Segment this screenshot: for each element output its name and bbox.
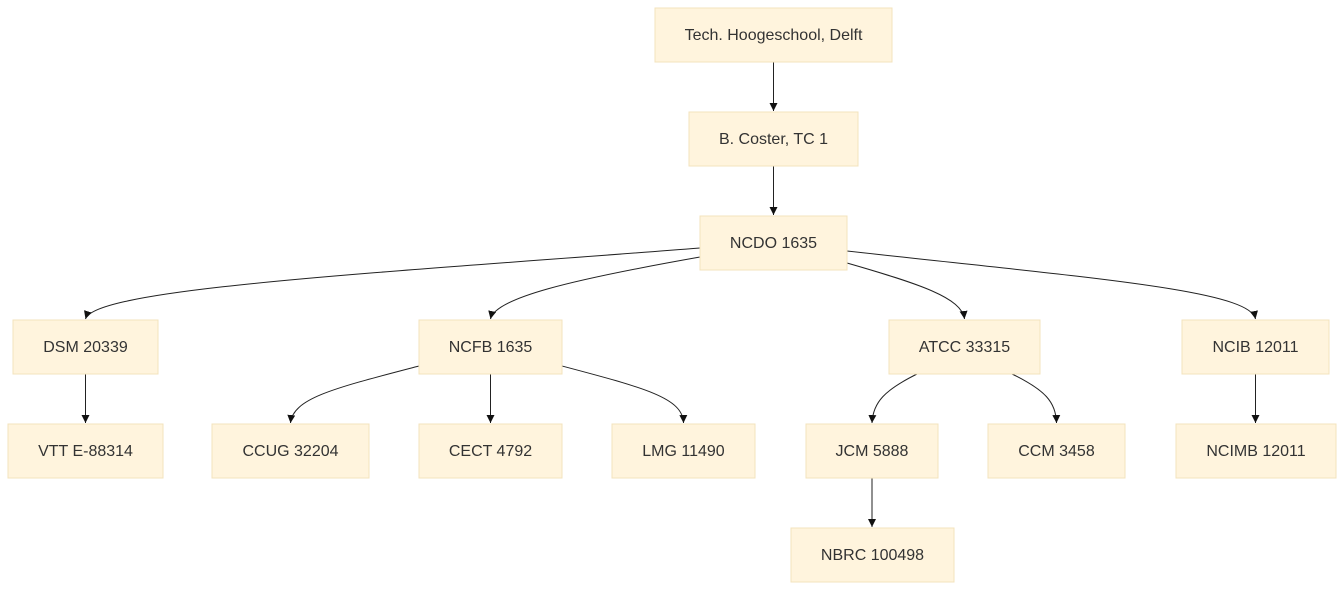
node-label: NCIB 12011 [1213, 339, 1299, 356]
node-box [418, 423, 563, 479]
node-atcc-33315: ATCC 33315 [888, 319, 1041, 375]
edge-atcc-33315-to-ccm-3458 [1011, 373, 1061, 424]
node-label: VTT E-88314 [38, 443, 133, 460]
node-label: NCDO 1635 [730, 235, 817, 252]
node-ncdo-1635: NCDO 1635 [699, 215, 848, 271]
node-label: NCFB 1635 [449, 339, 533, 356]
node-label: CCM 3458 [1018, 443, 1095, 460]
node-ccm-3458: CCM 3458 [987, 423, 1126, 479]
node-label: Tech. Hoogeschool, Delft [685, 27, 863, 44]
node-box [987, 423, 1126, 479]
node-lmg-11490: LMG 11490 [611, 423, 756, 479]
node-ncimb-12011: NCIMB 12011 [1175, 423, 1337, 479]
node-coster-tc1: B. Coster, TC 1 [688, 111, 859, 167]
edge-ncdo-1635-to-ncib-12011 [846, 250, 1258, 320]
edge-ncdo-1635-to-dsm-20339 [84, 247, 701, 320]
edge-ncdo-1635-to-ncfb-1635 [488, 256, 701, 320]
node-label: CCUG 32204 [242, 443, 338, 460]
node-box [7, 423, 164, 479]
node-label: DSM 20339 [43, 339, 128, 356]
node-box [611, 423, 756, 479]
node-dsm-20339: DSM 20339 [12, 319, 159, 375]
edge-ncdo-1635-to-atcc-33315 [846, 262, 968, 320]
node-jcm-5888: JCM 5888 [805, 423, 939, 479]
node-ccug-32204: CCUG 32204 [211, 423, 370, 479]
node-ncfb-1635: NCFB 1635 [418, 319, 563, 375]
node-label: NCIMB 12011 [1206, 443, 1305, 460]
node-nbrc-100498: NBRC 100498 [790, 527, 955, 583]
node-label: JCM 5888 [836, 443, 909, 460]
edge-ncfb-1635-to-ccug-32204 [287, 365, 420, 424]
node-box [888, 319, 1041, 375]
node-vtt-e88314: VTT E-88314 [7, 423, 164, 479]
node-box [1181, 319, 1330, 375]
node-box [699, 215, 848, 271]
node-label: ATCC 33315 [919, 339, 1010, 356]
node-box [418, 319, 563, 375]
edge-atcc-33315-to-jcm-5888 [868, 373, 918, 424]
node-tech-delft: Tech. Hoogeschool, Delft [654, 7, 893, 63]
node-label: NBRC 100498 [821, 547, 924, 564]
edges-layer [81, 62, 1260, 527]
node-label: CECT 4792 [449, 443, 532, 460]
node-label: LMG 11490 [642, 443, 725, 460]
node-box [211, 423, 370, 479]
edge-ncfb-1635-to-lmg-11490 [561, 365, 688, 424]
node-box [1175, 423, 1337, 479]
node-cect-4792: CECT 4792 [418, 423, 563, 479]
node-box [688, 111, 859, 167]
node-label: B. Coster, TC 1 [719, 131, 828, 148]
node-box [12, 319, 159, 375]
node-box [805, 423, 939, 479]
node-box [654, 7, 893, 63]
nodes-layer: Tech. Hoogeschool, Delft B. Coster, TC 1 N… [7, 7, 1337, 583]
node-box [790, 527, 955, 583]
node-ncib-12011: NCIB 12011 [1181, 319, 1330, 375]
